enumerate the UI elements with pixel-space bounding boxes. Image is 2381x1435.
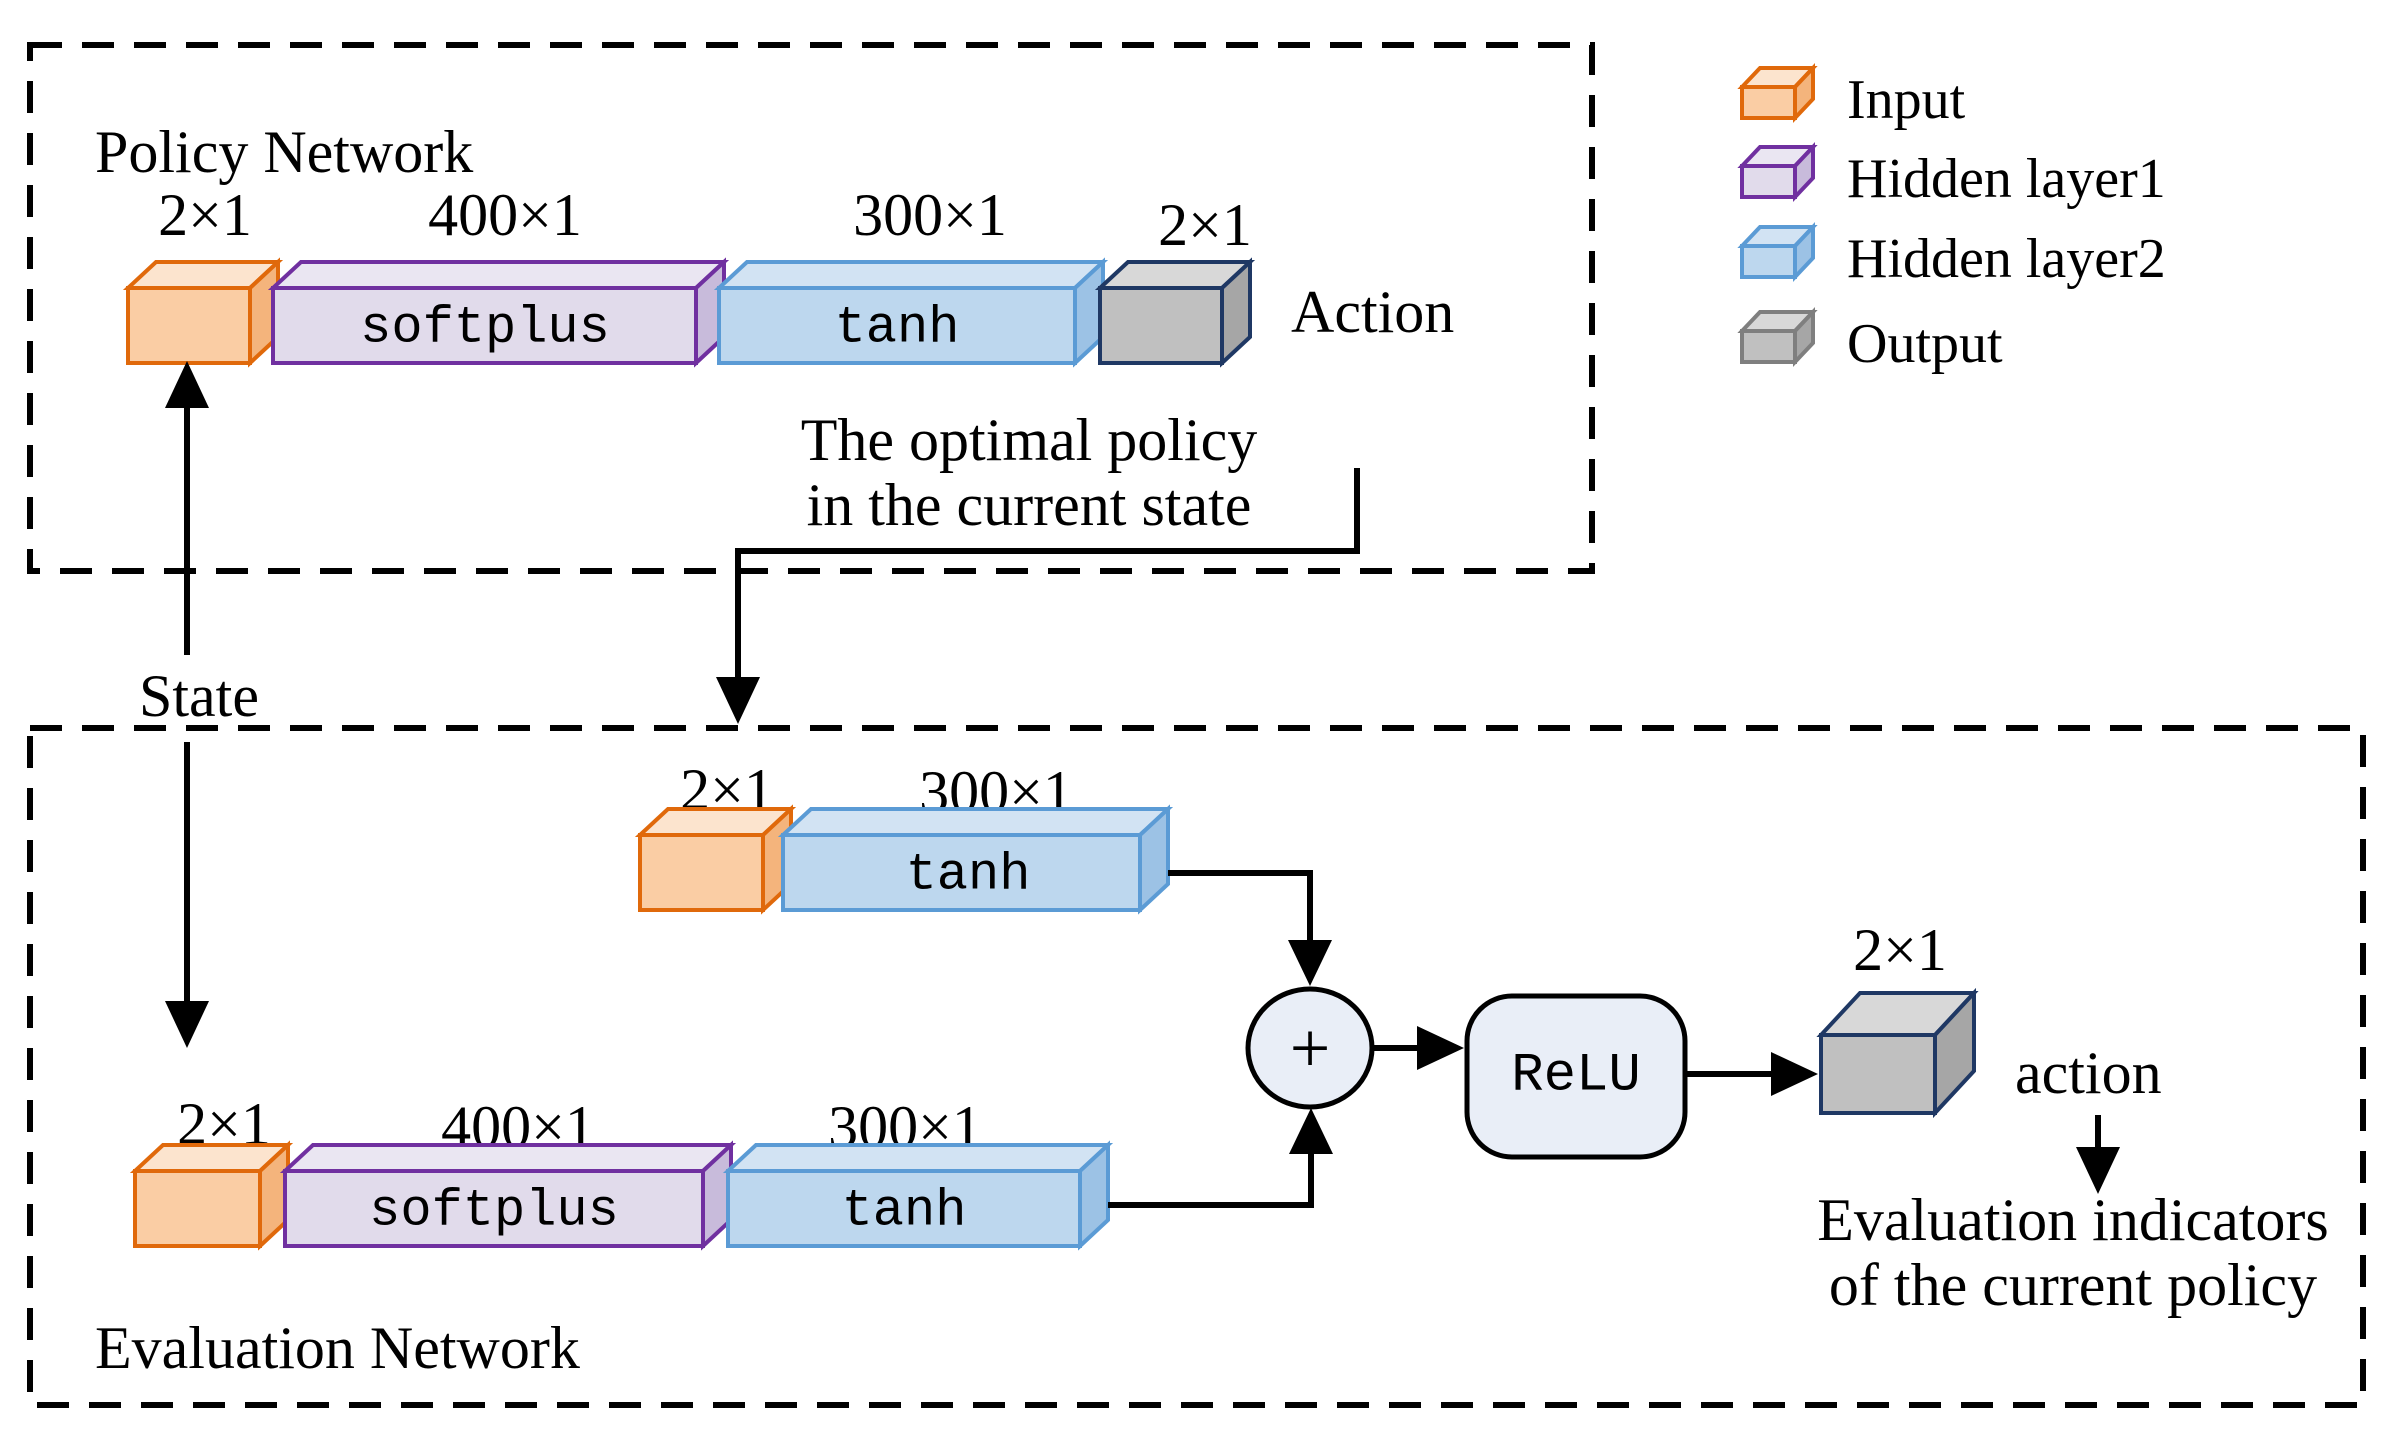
relu-to-output-arrow <box>1686 1052 1818 1096</box>
policy-network-border <box>27 42 1595 574</box>
legend-output-label: Output <box>1847 313 2003 375</box>
state-down-arrow <box>165 742 209 1048</box>
policy-hidden1-dim-label: 400×1 <box>428 182 582 248</box>
policy-input-cube-front <box>126 286 252 365</box>
eval-state-hidden2-box: tanh <box>722 1140 1114 1251</box>
state-label: State <box>139 663 259 729</box>
evaluation-network-title: Evaluation Network <box>95 1315 580 1381</box>
relu-label: ReLU <box>1511 1046 1641 1107</box>
eval-action-branch-arrow <box>1168 870 1332 986</box>
eval-state-hidden1-front <box>283 1169 705 1248</box>
policy-network-title: Policy Network <box>95 119 473 185</box>
eval-action-hidden-top <box>777 807 1174 837</box>
sum-symbol: + <box>1290 1008 1331 1088</box>
eval-action-input-cube <box>634 804 797 915</box>
legend-hidden2-cube-icon <box>1737 221 1818 283</box>
eval-action-activation-label: tanh <box>906 846 1031 905</box>
eval-state-hidden2-top <box>722 1143 1114 1173</box>
policy-hidden1-box: softplus <box>267 257 730 368</box>
eval-state-hidden1-activation-label: softplus <box>369 1182 619 1241</box>
policy-hidden2-activation-label: tanh <box>835 299 960 358</box>
eval-state-hidden2-front <box>726 1169 1082 1248</box>
legend-hidden1-label: Hidden layer1 <box>1847 148 2166 210</box>
policy-note-line1: The optimal policy <box>801 407 1258 473</box>
policy-hidden2-top <box>713 260 1109 290</box>
policy-output-cube-front <box>1098 286 1224 365</box>
action-to-evaluation-arrow <box>716 468 1360 724</box>
eval-state-hidden1-top <box>279 1143 737 1173</box>
eval-action-input-cube-front <box>638 833 765 912</box>
policy-hidden2-front <box>717 286 1077 365</box>
policy-input-dim-label: 2×1 <box>158 182 252 248</box>
eval-note-line2: of the current policy <box>1829 1252 2317 1318</box>
eval-state-hidden1-box: softplus <box>279 1140 737 1251</box>
legend-hidden1-cube-icon <box>1737 141 1818 203</box>
sum-node: + <box>1245 986 1375 1110</box>
eval-state-input-cube-front <box>133 1169 262 1248</box>
policy-hidden2-dim-label: 300×1 <box>853 182 1007 248</box>
eval-action-hidden-box: tanh <box>777 804 1174 915</box>
legend-hidden2-label: Hidden layer2 <box>1847 228 2166 290</box>
relu-node: ReLU <box>1464 993 1688 1160</box>
evaluation-network-border <box>27 725 2366 1408</box>
eval-note-line1: Evaluation indicators <box>1817 1187 2329 1253</box>
legend-input-cube-icon <box>1737 62 1818 124</box>
eval-state-input-cube <box>129 1140 294 1251</box>
eval-output-cube-front <box>1819 1033 1937 1115</box>
state-up-arrow <box>165 361 209 655</box>
eval-state-branch-arrow <box>1108 1108 1333 1208</box>
legend: Input Hidden layer1 Hidden layer2 Output <box>1737 62 2166 375</box>
policy-hidden2-box: tanh <box>713 257 1109 368</box>
policy-hidden1-front <box>271 286 698 365</box>
policy-output-dim-label: 2×1 <box>1158 192 1252 258</box>
policy-input-cube <box>122 257 284 368</box>
sum-to-relu-arrow <box>1374 1026 1464 1070</box>
policy-hidden1-top <box>267 260 730 290</box>
eval-state-hidden2-activation-label: tanh <box>842 1182 967 1241</box>
policy-note-line2: in the current state <box>807 472 1252 538</box>
eval-action-label: action <box>2015 1040 2162 1106</box>
policy-output-cube <box>1094 257 1256 368</box>
eval-output-dim-label: 2×1 <box>1853 917 1947 983</box>
action-down-arrow <box>2076 1115 2120 1194</box>
eval-action-hidden-front <box>781 833 1142 912</box>
policy-action-label: Action <box>1291 279 1454 345</box>
legend-output-cube-icon <box>1737 306 1818 368</box>
legend-input-label: Input <box>1847 69 1966 131</box>
eval-output-cube <box>1816 987 1979 1119</box>
policy-hidden1-activation-label: softplus <box>360 299 610 358</box>
